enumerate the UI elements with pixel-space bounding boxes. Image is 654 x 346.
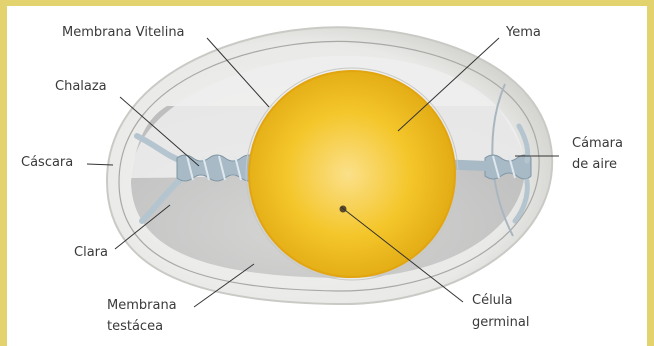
- egg-yolk: [249, 71, 455, 277]
- label-membrana-testacea-line1: Membrana: [107, 298, 177, 313]
- label-cascara: Cáscara: [21, 155, 73, 170]
- egg-diagram: Membrana Vitelina Yema Chalaza Cáscara C…: [7, 6, 647, 346]
- label-membrana-testacea-line2: testácea: [107, 319, 163, 334]
- label-yema: Yema: [505, 25, 541, 40]
- label-camara-aire-line2: de aire: [572, 157, 617, 172]
- label-membrana-vitelina: Membrana Vitelina: [62, 25, 185, 40]
- label-celula-germinal-line2: germinal: [472, 315, 529, 330]
- label-camara-aire-line1: Cámara: [572, 136, 623, 151]
- label-celula-germinal-line1: Célula: [472, 293, 513, 308]
- diagram-frame: Membrana Vitelina Yema Chalaza Cáscara C…: [7, 6, 647, 346]
- label-chalaza: Chalaza: [55, 79, 107, 94]
- label-clara: Clara: [74, 245, 108, 260]
